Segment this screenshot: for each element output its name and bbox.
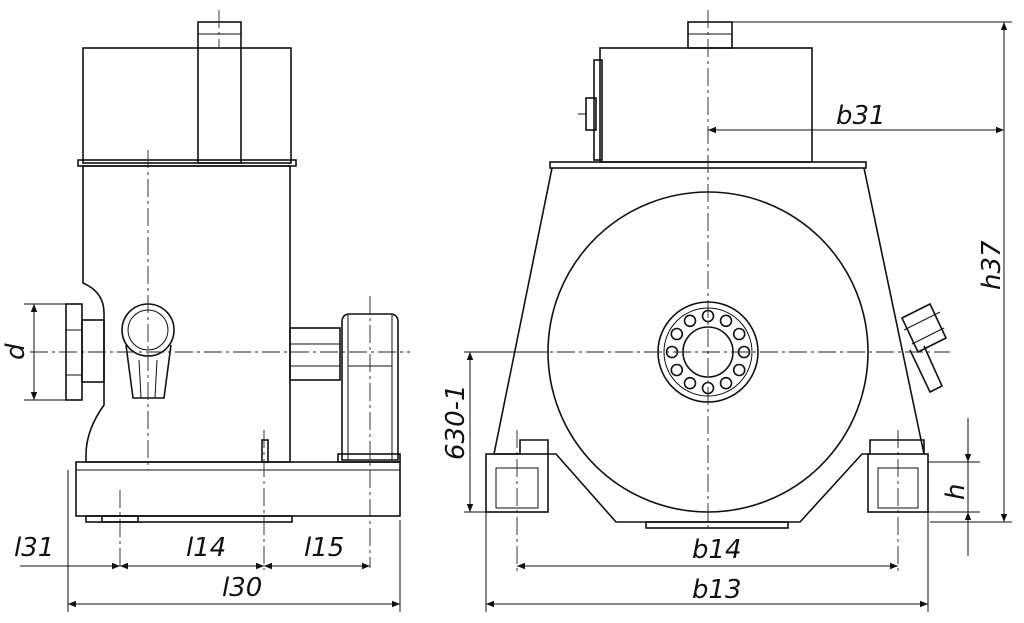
bolt-hole xyxy=(683,376,697,390)
label-h: h xyxy=(941,484,971,500)
bolt-hole xyxy=(670,363,684,377)
label-h37: h37 xyxy=(977,240,1007,290)
label-l31: l31 xyxy=(14,533,54,563)
label-b14: b14 xyxy=(692,535,742,565)
label-l14: l14 xyxy=(186,533,226,563)
bolt-hole xyxy=(719,314,733,328)
bolt-hole xyxy=(683,314,697,328)
label-d: d xyxy=(1,343,31,360)
dimension-h37: h37 xyxy=(732,21,1012,523)
dimension-b31: b31 xyxy=(708,101,1004,134)
label-l15: l15 xyxy=(304,533,344,563)
label-b13: b13 xyxy=(692,575,742,605)
side-main-body xyxy=(82,165,291,463)
label-b31: b31 xyxy=(836,101,886,131)
front-top-housing xyxy=(599,47,813,163)
dimension-b-chain: b14 b13 xyxy=(485,512,929,612)
label-l30: l30 xyxy=(222,573,262,603)
front-view xyxy=(470,10,950,575)
side-pillow-block xyxy=(341,313,399,461)
front-trapezoid-body xyxy=(493,167,925,523)
bolt-hole xyxy=(719,376,733,390)
side-lever-arm xyxy=(125,344,172,399)
bolt-hole xyxy=(732,363,746,377)
front-cable-gland xyxy=(900,302,948,394)
side-top-housing xyxy=(82,47,292,164)
front-top-stub xyxy=(687,21,733,49)
label-630: 630-1 xyxy=(441,384,471,460)
dimension-l-chain: l31 l14 l15 l30 xyxy=(14,470,401,612)
front-housing-knob xyxy=(593,59,603,161)
bolt-hole xyxy=(732,327,746,341)
side-arm xyxy=(289,327,341,381)
bolt-hole xyxy=(670,327,684,341)
side-top-stub xyxy=(197,21,242,164)
dimension-h: h xyxy=(928,418,980,556)
dimension-d: d xyxy=(1,303,66,401)
side-view xyxy=(30,10,410,570)
dimension-630: 630-1 xyxy=(441,351,548,513)
